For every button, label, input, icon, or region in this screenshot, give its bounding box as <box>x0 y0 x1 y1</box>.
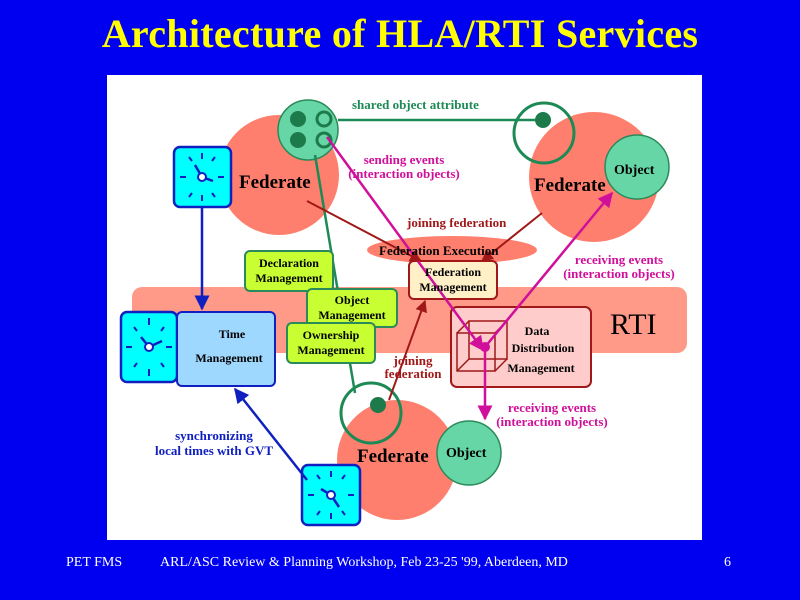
joining-federation-label: joining <box>392 353 433 368</box>
attribute-ring <box>315 131 333 149</box>
footer-org: PET FMS <box>66 555 123 570</box>
ownership-management-label: Management <box>297 343 364 357</box>
receiving-events-label: receiving events <box>575 252 663 267</box>
federation-management-box <box>408 260 498 300</box>
clock-top-left <box>172 145 233 209</box>
ddm-label: Data <box>525 324 550 338</box>
time-management-box <box>176 311 276 387</box>
architecture-diagram: Federate Federate Federate Object Object… <box>119 97 687 527</box>
declaration-management-label: Management <box>255 271 322 285</box>
synchronizing-label: synchronizing <box>175 428 253 443</box>
federate-label: Federate <box>239 172 311 193</box>
arrow-join-right <box>481 212 543 262</box>
footer-event: ARL/ASC Review & Planning Workshop, Feb … <box>160 555 568 570</box>
joining-federation-label: joining federation <box>406 215 507 230</box>
arrow-join-left <box>306 200 423 262</box>
rti-label: RTI <box>610 308 657 341</box>
shared-attribute-dot <box>535 112 551 128</box>
federation-management-label: Management <box>419 280 486 294</box>
arrow-join-bottom <box>388 299 427 401</box>
slide-title: Architecture of HLA/RTI Services <box>101 11 699 56</box>
object-label: Object <box>614 163 655 178</box>
federate-label: Federate <box>357 446 429 467</box>
arrow-sending-events <box>325 136 485 352</box>
ddm-hub-dot <box>480 342 490 352</box>
federation-management-label: Federation <box>425 265 481 279</box>
joining-federation-label: federation <box>384 366 442 381</box>
arrow-receiving-right <box>484 191 613 348</box>
object-management-label: Object <box>335 293 370 307</box>
ownership-management-box <box>286 322 376 364</box>
ownership-management-label: Ownership <box>303 328 360 342</box>
receiving-events-label: receiving events <box>508 400 596 415</box>
diagram-panel: Federate Federate Federate Object Object… <box>107 75 702 540</box>
object-bottom <box>436 420 502 486</box>
shared-attribute-dot <box>370 397 386 413</box>
receiving-events-label: (interaction objects) <box>563 266 675 281</box>
shared-object-cluster <box>277 99 339 161</box>
shared-attribute-ring <box>512 101 576 165</box>
page-number: 6 <box>724 555 731 570</box>
object-management-label: Management <box>318 308 385 322</box>
object-top-right <box>604 134 670 200</box>
federation-execution-label: Federation Execution <box>379 243 499 258</box>
time-management-label: Time <box>219 327 246 341</box>
clock-bottom <box>300 463 362 527</box>
ddm-label: Distribution <box>512 341 575 355</box>
shared-object-attribute-label: shared object attribute <box>352 97 479 112</box>
federate-label: Federate <box>534 175 606 196</box>
object-label: Object <box>446 446 487 461</box>
declaration-management-box <box>244 250 334 292</box>
receiving-events-label: (interaction objects) <box>496 414 608 429</box>
declaration-management-label: Declaration <box>259 256 319 270</box>
synchronizing-label: local times with GVT <box>155 443 273 458</box>
sending-events-label: sending events <box>364 152 445 167</box>
ddm-label: Management <box>507 361 574 375</box>
attribute-ring <box>315 110 333 128</box>
attribute-dot <box>290 111 306 127</box>
attribute-dot <box>290 132 306 148</box>
sending-events-label: (interaction objects) <box>348 166 460 181</box>
federate-bottom <box>337 400 457 520</box>
shared-attribute-ring <box>339 381 403 445</box>
clock-time-management <box>119 310 179 384</box>
arrow-clock-sync <box>234 387 308 481</box>
time-management-label: Management <box>195 351 262 365</box>
